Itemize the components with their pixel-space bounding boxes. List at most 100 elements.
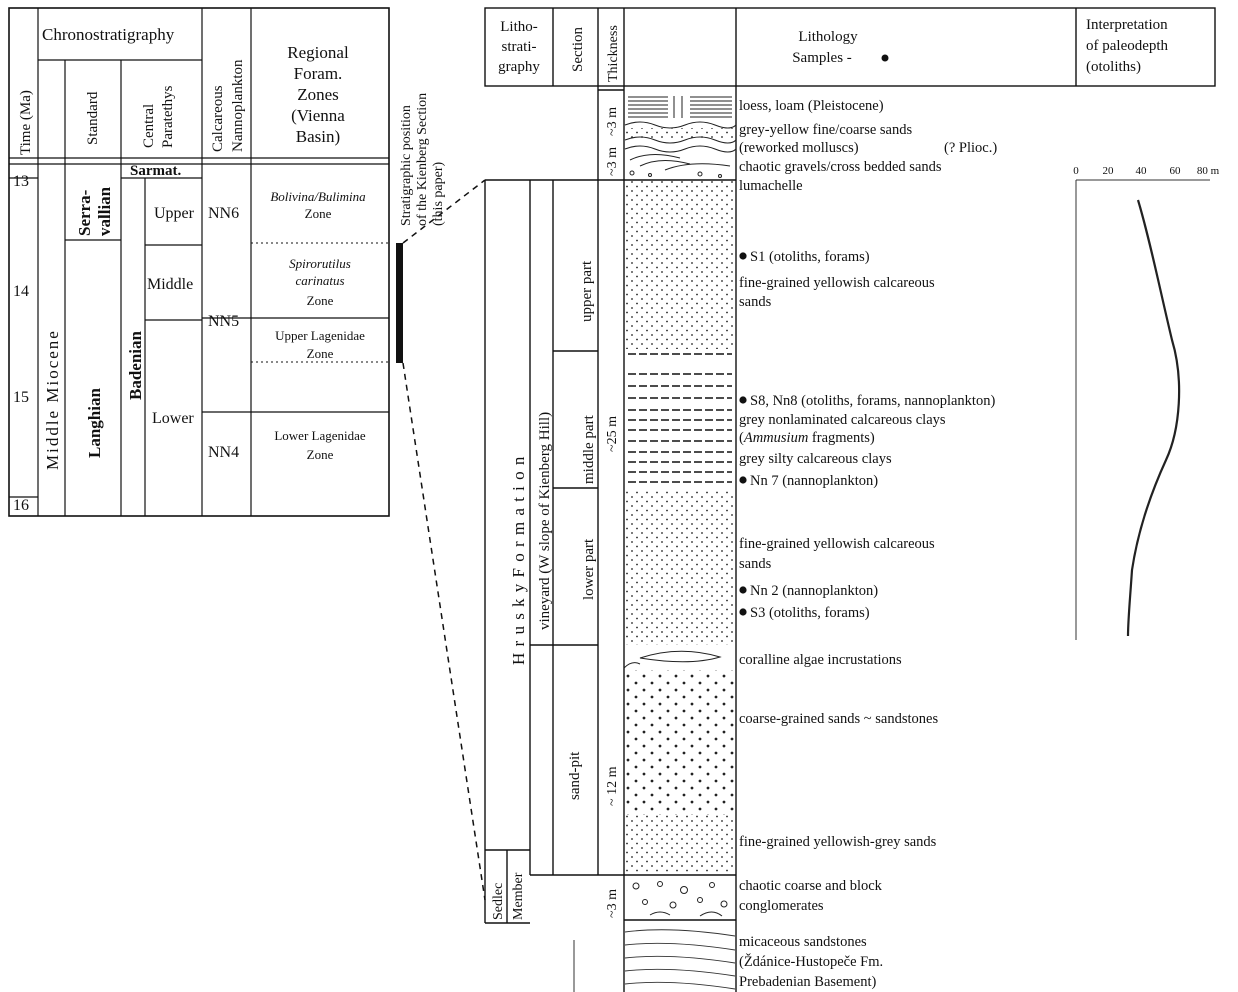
svg-text:13: 13 (13, 173, 29, 190)
svg-text:grey nonlaminated calcareous c: grey nonlaminated calcareous clays (739, 412, 946, 428)
formation-label: H r u s k y F o r m a t i o n (509, 456, 528, 665)
svg-text:grey-yellow fine/coarse sands: grey-yellow fine/coarse sands (739, 122, 912, 138)
svg-text:Nn 2 (nannoplankton): Nn 2 (nannoplankton) (750, 583, 878, 599)
reworked-sands-layer (624, 121, 737, 153)
header-lithology: Lithology Samples - (792, 29, 858, 66)
svg-text:fine-grained yellowish calcare: fine-grained yellowish calcareous (739, 275, 935, 291)
stage-langhian: Langhian (85, 388, 104, 458)
paleodepth-curve (1126, 199, 1181, 637)
svg-text:strati-: strati- (502, 39, 537, 55)
thickness-top-b: ~3 m (605, 147, 620, 176)
clay-layers (628, 353, 732, 483)
header-interpretation: Interpretation of paleodepth (otoliths) (1086, 17, 1169, 75)
svg-text:80 m: 80 m (1197, 165, 1220, 177)
header-lithostratigraphy: Litho- strati- graphy (498, 19, 540, 75)
sample-dot-legend (881, 54, 889, 62)
member-label: Sedlec Member (491, 872, 526, 920)
svg-text:15: 15 (13, 389, 29, 406)
svg-text:Spirorutilus: Spirorutilus (289, 256, 351, 271)
fine-grey-sands (625, 815, 735, 873)
svg-text:fine-grained yellowish-grey sa: fine-grained yellowish-grey sands (739, 834, 937, 850)
middle-part-label: middle part (581, 414, 597, 484)
svg-text:20: 20 (1103, 165, 1115, 177)
svg-text:16: 16 (13, 497, 29, 514)
lithology-descriptions: loess, loam (Pleistocene) grey-yellow fi… (739, 98, 997, 990)
svg-text:S1 (otoliths, forams): S1 (otoliths, forams) (750, 249, 870, 265)
svg-text:Lower Lagenidae: Lower Lagenidae (274, 428, 366, 443)
paleodepth-axis (1075, 179, 1210, 640)
foram-zone-bolivina: Bolivina/Bulimina Zone (270, 189, 366, 221)
chrono-table (8, 7, 390, 517)
svg-text:carinatus: carinatus (295, 273, 344, 288)
svg-text:(reworked molluscs): (reworked molluscs) (739, 140, 859, 156)
zone-nn5: NN5 (208, 313, 239, 330)
svg-text:S3 (otoliths, forams): S3 (otoliths, forams) (750, 605, 870, 621)
lower-part-label: lower part (581, 538, 597, 600)
svg-text:micaceous sandstones: micaceous sandstones (739, 934, 867, 950)
loess-layer (628, 96, 732, 118)
correlation-dashed-lines (402, 179, 486, 901)
svg-text:Bolivina/Bulimina: Bolivina/Bulimina (270, 189, 366, 204)
svg-text:sands: sands (739, 556, 772, 572)
svg-text:Basin): Basin) (296, 127, 340, 146)
svg-text:Samples -: Samples - (792, 50, 852, 66)
svg-text:0: 0 (1073, 165, 1079, 177)
stratigraphic-position-label: Stratigraphic position of the Kienberg S… (399, 93, 446, 226)
svg-text:Paratethys: Paratethys (160, 85, 176, 148)
epoch-label: Middle Miocene (43, 329, 62, 470)
sandpit-label: sand-pit (567, 751, 583, 800)
svg-text:Sedlec: Sedlec (491, 883, 506, 920)
svg-text:Zones: Zones (297, 85, 339, 104)
svg-text:S8, Nn8 (otoliths, forams, nan: S8, Nn8 (otoliths, forams, nannoplankton… (750, 393, 995, 409)
nannoplankton-label: Calcareous Nannoplankton (210, 59, 246, 152)
svg-text:(Ammusium fragments): (Ammusium fragments) (739, 430, 875, 446)
svg-text:fine-grained yellowish calcare: fine-grained yellowish calcareous (739, 536, 935, 552)
svg-text:chaotic coarse and block: chaotic coarse and block (739, 878, 883, 894)
svg-text:Nannoplankton: Nannoplankton (230, 59, 246, 152)
svg-text:Upper Lagenidae: Upper Lagenidae (275, 328, 365, 343)
paratethys-label: Central Paratethys (141, 85, 176, 148)
svg-text:Serra-: Serra- (75, 189, 94, 236)
zone-nn6: NN6 (208, 205, 239, 222)
lithology-column (573, 96, 737, 992)
svg-text:Zone: Zone (307, 447, 334, 462)
svg-text:loess, loam (Pleistocene): loess, loam (Pleistocene) (739, 98, 884, 114)
svg-text:(? Plioc.): (? Plioc.) (944, 140, 997, 156)
svg-text:60: 60 (1170, 165, 1182, 177)
svg-text:Lithology: Lithology (798, 29, 858, 45)
thickness-sandpit: ~ 12 m (605, 766, 620, 806)
svg-text:Regional: Regional (287, 43, 349, 62)
svg-text:grey silty calcareous clays: grey silty calcareous clays (739, 451, 892, 467)
svg-text:Prebadenian Basement): Prebadenian Basement) (739, 974, 876, 990)
thickness-bottom: ~3 m (605, 889, 620, 918)
svg-text:(Ždánice-Hustopeče Fm.: (Ždánice-Hustopeče Fm. (739, 953, 883, 970)
section-column-frame (484, 86, 737, 992)
time-ticks: 13 14 15 16 (13, 173, 29, 514)
standard-label: Standard (85, 91, 101, 145)
svg-text:sands: sands (739, 294, 772, 310)
coarse-sands (625, 670, 735, 815)
substage-lower: Lower (152, 410, 194, 427)
svg-text:Litho-: Litho- (500, 19, 538, 35)
chrono-title: Chronostratigraphy (42, 25, 175, 44)
svg-text:(otoliths): (otoliths) (1086, 59, 1141, 75)
svg-text:Foram.: Foram. (294, 64, 343, 83)
foram-zone-upper-lagenidae: Upper Lagenidae Zone (275, 328, 365, 361)
svg-text:Member: Member (511, 872, 526, 920)
cross-bedded-layer (629, 154, 731, 178)
svg-text:Nn 7 (nannoplankton): Nn 7 (nannoplankton) (750, 473, 878, 489)
svg-text:vallian: vallian (95, 186, 114, 236)
upper-part-label: upper part (579, 260, 595, 322)
substage-middle: Middle (147, 276, 193, 293)
substage-upper: Upper (154, 205, 195, 222)
header-section: Section (570, 27, 586, 72)
svg-text:chaotic gravels/cross bedded s: chaotic gravels/cross bedded sands (739, 159, 942, 175)
foram-zone-spirorutilus: Spirorutilus carinatus Zone (289, 256, 351, 308)
svg-text:Zone: Zone (307, 346, 334, 361)
sarmatian-label: Sarmat. (130, 163, 181, 179)
svg-text:conglomerates: conglomerates (739, 898, 824, 914)
time-axis-label: Time (Ma) (18, 90, 34, 155)
svg-text:of paleodepth: of paleodepth (1086, 38, 1169, 54)
svg-text:graphy: graphy (498, 59, 540, 75)
svg-text:Calcareous: Calcareous (210, 85, 226, 152)
